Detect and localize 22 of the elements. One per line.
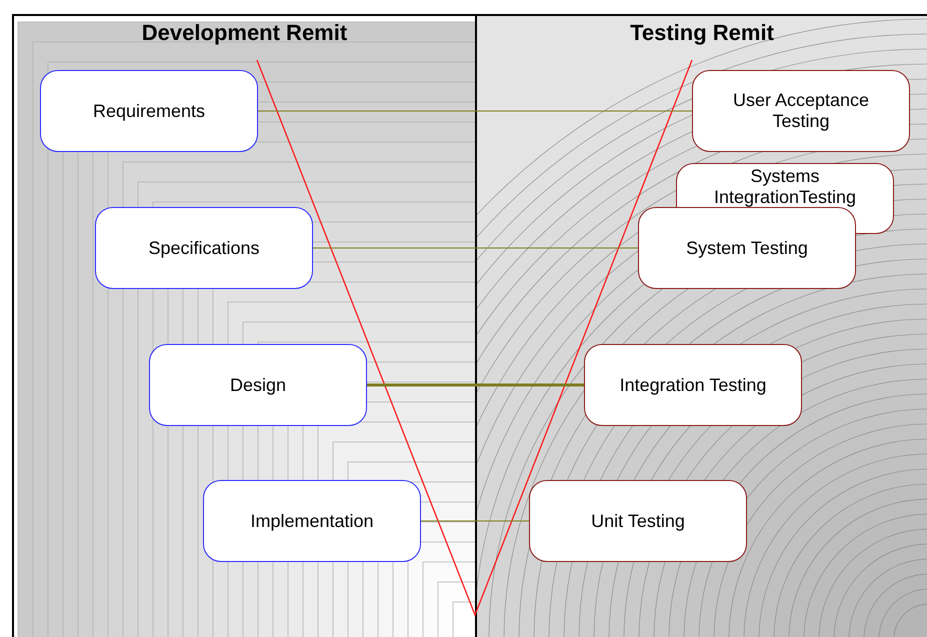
panel-heading: Development Remit — [142, 20, 348, 46]
stage-label: Requirements — [92, 100, 206, 122]
development-stage-box — [203, 480, 421, 562]
development-stage-box — [95, 207, 313, 289]
development-stage-box — [40, 70, 258, 152]
connector-line — [367, 384, 584, 386]
testing-stage-box — [584, 344, 802, 426]
stage-label: Design — [230, 374, 286, 396]
development-stage-box — [149, 344, 367, 426]
testing-stage-box — [638, 207, 856, 289]
stage-label: Implementation — [250, 510, 374, 532]
stage-label: Specifications — [148, 238, 260, 258]
connector-line — [258, 110, 692, 112]
stage-label: System Testing — [686, 238, 808, 258]
panel-heading: Testing Remit — [630, 20, 774, 46]
testing-stage-box — [692, 70, 910, 152]
connector-line — [420, 520, 530, 522]
stage-label: User Acceptance Testing — [732, 90, 870, 132]
stage-label: Unit Testing — [591, 510, 685, 532]
stage-label: Systems IntegrationTesting — [712, 166, 858, 208]
testing-stage-box — [529, 480, 747, 562]
stage-label: Integration Testing — [620, 374, 766, 396]
